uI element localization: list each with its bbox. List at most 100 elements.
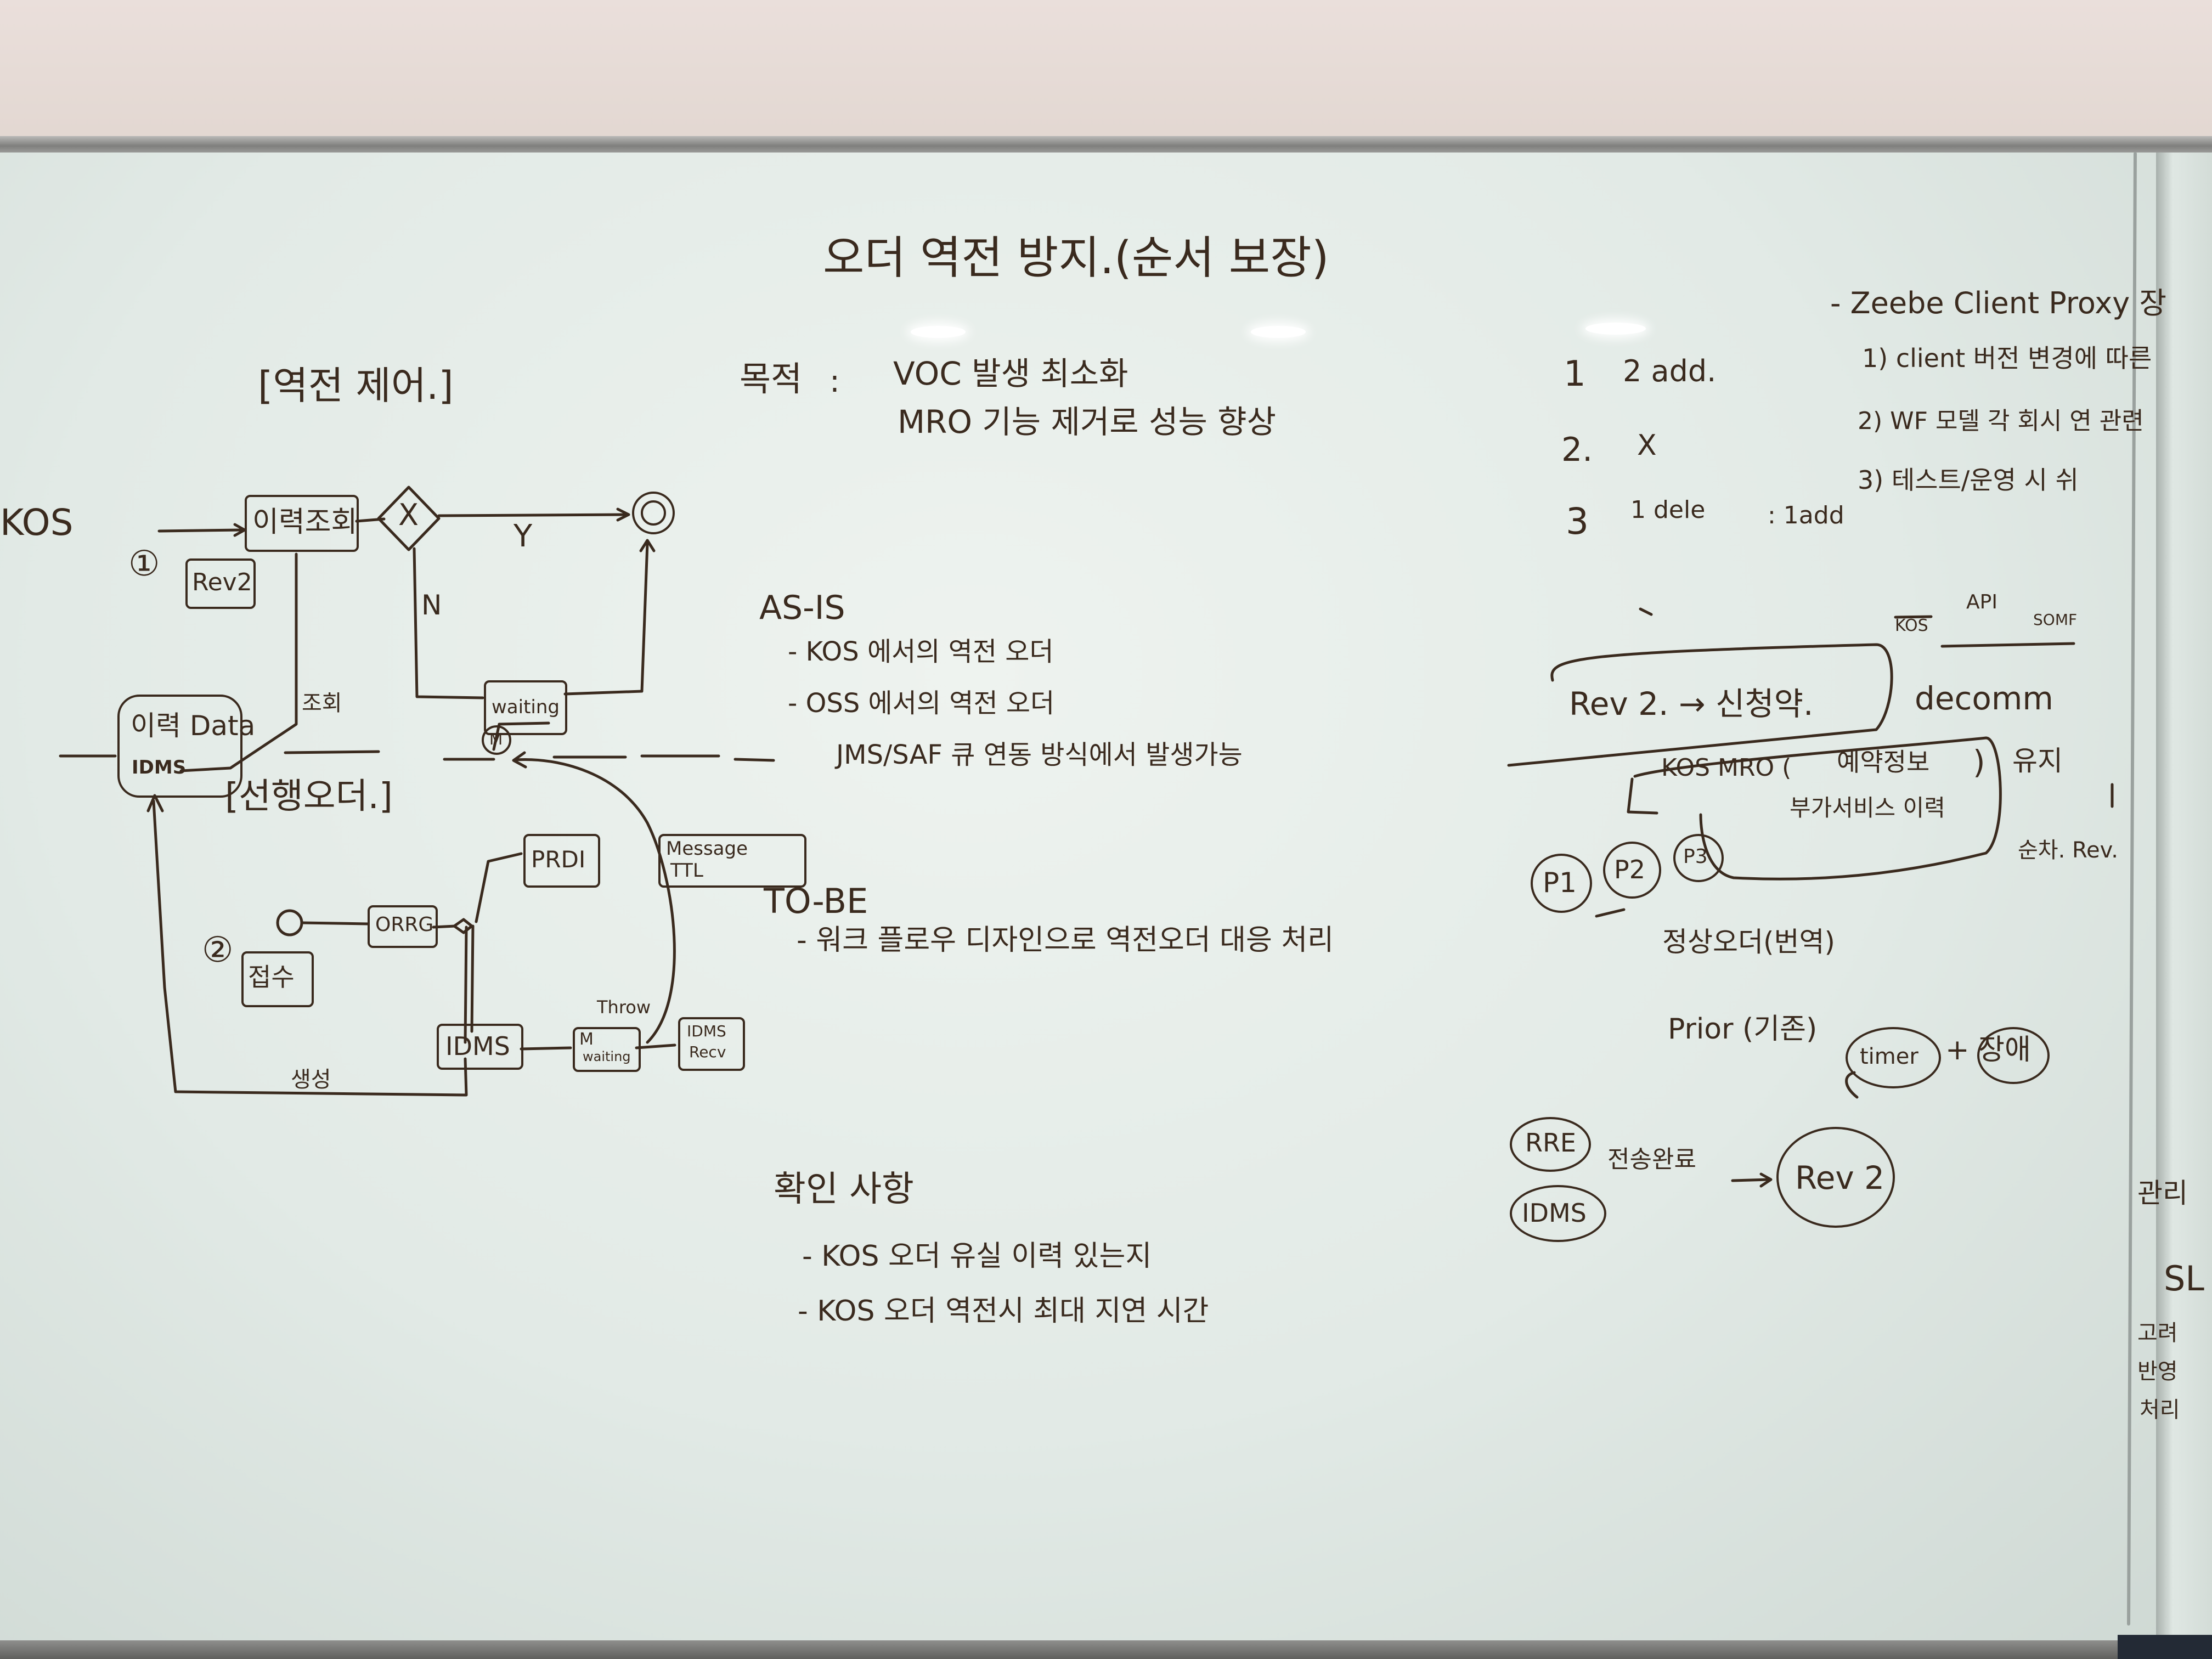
prdi-label: PRDI	[531, 846, 586, 873]
board-frame-bottom	[0, 1640, 2212, 1659]
create-label: 생성	[291, 1067, 331, 1092]
sent-done-label: 전송완료	[1607, 1146, 1696, 1173]
somf-label: SOMF	[2033, 611, 2078, 629]
mro-line-2: 부가서비스 이력	[1790, 794, 1945, 821]
tobe-title: TO-BE	[764, 881, 868, 921]
rev2-box: Rev2	[185, 558, 256, 609]
board-frame-top	[0, 136, 2212, 153]
rre-label: RRE	[1525, 1128, 1576, 1158]
m-waiting-label: waiting	[583, 1049, 631, 1064]
waiting-label: waiting	[492, 696, 560, 718]
p2-label: P2	[1614, 855, 1646, 884]
light-reflection	[1251, 326, 1306, 338]
case-2-number: 2.	[1561, 431, 1593, 469]
case-3-note: : 1add	[1768, 501, 1844, 529]
api-label: API	[1966, 591, 1997, 613]
mro-close: )	[1973, 743, 1985, 781]
timer-circle: timer	[1846, 1027, 1941, 1088]
message-ttl-box: Message TTL	[658, 834, 806, 888]
yes-label: Y	[514, 518, 533, 554]
case-2-text: X	[1637, 429, 1657, 462]
no-label: N	[421, 589, 442, 621]
adjacent-whiteboard	[2156, 151, 2212, 1644]
check-item-1: - KOS 오더 유실 이력 있는지	[802, 1240, 1152, 1273]
idms-circle: IDMS	[1510, 1185, 1606, 1242]
orrg-label: ORRG	[375, 913, 434, 936]
history-data-store: 이력 Data IDMS	[117, 695, 255, 798]
rev2-circle: Rev 2	[1776, 1127, 1895, 1228]
check-title: 확인 사항	[774, 1169, 914, 1210]
m-waiting-box: M waiting	[573, 1027, 641, 1072]
history-lookup-label: 이력조회	[252, 506, 358, 539]
receive-label: 접수	[248, 962, 295, 992]
gateway-x: X	[398, 498, 419, 532]
prdi-box: PRDI	[523, 834, 600, 888]
purpose-item-1: VOC 발생 최소화	[893, 355, 1128, 392]
asis-item-3: JMS/SAF 큐 연동 방식에서 발생가능	[836, 740, 1243, 770]
p1-label: P1	[1543, 867, 1577, 899]
kos-label: KOS	[0, 501, 74, 544]
rev2-circle-label: Rev 2	[1795, 1159, 1885, 1197]
purpose-colon: :	[830, 364, 840, 399]
throw-label: Throw	[597, 997, 651, 1018]
timer-label: timer	[1860, 1044, 1918, 1069]
edge-text-2: SL	[2164, 1259, 2204, 1299]
decomm-label: decomm	[1915, 680, 2053, 717]
idms-box: IDMS	[437, 1024, 523, 1070]
message-label: Message	[666, 838, 748, 860]
edge-text-5: 처리	[2140, 1397, 2180, 1423]
prior-label: Prior (기존)	[1668, 1013, 1818, 1046]
step-2-marker: ②	[202, 930, 234, 970]
case-3-text: 1 dele	[1630, 496, 1706, 524]
edge-text-4: 반영	[2137, 1359, 2178, 1384]
waiting-box: waiting	[484, 680, 567, 735]
case-3-number: 3	[1566, 500, 1589, 543]
proxy-item-2: 2) WF 모델 각 회시 연 관련	[1858, 407, 2144, 435]
purpose-item-2: MRO 기능 제거로 성능 향상	[898, 403, 1276, 441]
mro-line-1: 예약정보	[1837, 747, 1930, 777]
p2-circle: P2	[1603, 842, 1661, 899]
purpose-label: 목적	[740, 359, 803, 399]
keep-label: 유지	[2012, 745, 2063, 777]
board-title: 오더 역전 방지.(순서 보장)	[823, 232, 1329, 284]
p1-circle: P1	[1531, 854, 1592, 913]
end-event-inner	[641, 500, 666, 526]
case-1-text: 2 add.	[1623, 354, 1717, 388]
p3-circle: P3	[1673, 834, 1724, 882]
check-item-2: - KOS 오더 역전시 최대 지연 시간	[798, 1295, 1209, 1328]
fault-circle	[1977, 1027, 2050, 1084]
light-reflection	[911, 326, 966, 338]
rev2-subscribe: Rev 2. → 신청약.	[1569, 685, 1814, 723]
idms-label: IDMS	[445, 1031, 510, 1061]
idms-circle-label: IDMS	[1522, 1198, 1587, 1228]
proxy-item-1: 1) client 버전 변경에 따른	[1862, 343, 2152, 373]
asis-title: AS-IS	[759, 589, 845, 627]
proxy-item-3: 3) 테스트/운영 시 쉬	[1858, 465, 2079, 495]
end-event	[632, 492, 675, 534]
asis-item-2: - OSS 에서의 역전 오더	[788, 688, 1055, 719]
case-1-number: 1	[1564, 354, 1586, 394]
idms-recv-label-1: IDMS	[687, 1022, 726, 1040]
m-symbol: M	[489, 730, 503, 748]
prev-rev-label: 순차. Rev.	[2018, 838, 2118, 863]
wall	[0, 0, 2212, 148]
proxy-title: - Zeebe Client Proxy 장	[1830, 286, 2167, 320]
light-reflection	[1585, 323, 1646, 335]
normal-order-label: 정상오더(번역)	[1662, 926, 1836, 958]
kos-small-label: KOS	[1895, 616, 1928, 635]
idms-recv-box: IDMS Recv	[678, 1017, 745, 1071]
idms-small-label: IDMS	[132, 757, 187, 778]
rre-circle: RRE	[1510, 1117, 1591, 1172]
rev2-label: Rev2	[192, 568, 252, 596]
preceding-order-label: [선행오더.]	[225, 776, 393, 817]
m-circle: M	[482, 725, 511, 755]
whiteboard	[0, 151, 2156, 1644]
idms-recv-label-2: Recv	[689, 1043, 726, 1061]
asis-item-1: - KOS 에서의 역전 오더	[788, 636, 1054, 667]
m-waiting-m: M	[579, 1030, 594, 1049]
receive-box: 접수	[241, 951, 314, 1007]
history-data-label: 이력 Data	[131, 710, 256, 742]
orrg-box: ORRG	[368, 905, 438, 948]
section-bracket-label: [역전 제어.]	[258, 363, 454, 408]
